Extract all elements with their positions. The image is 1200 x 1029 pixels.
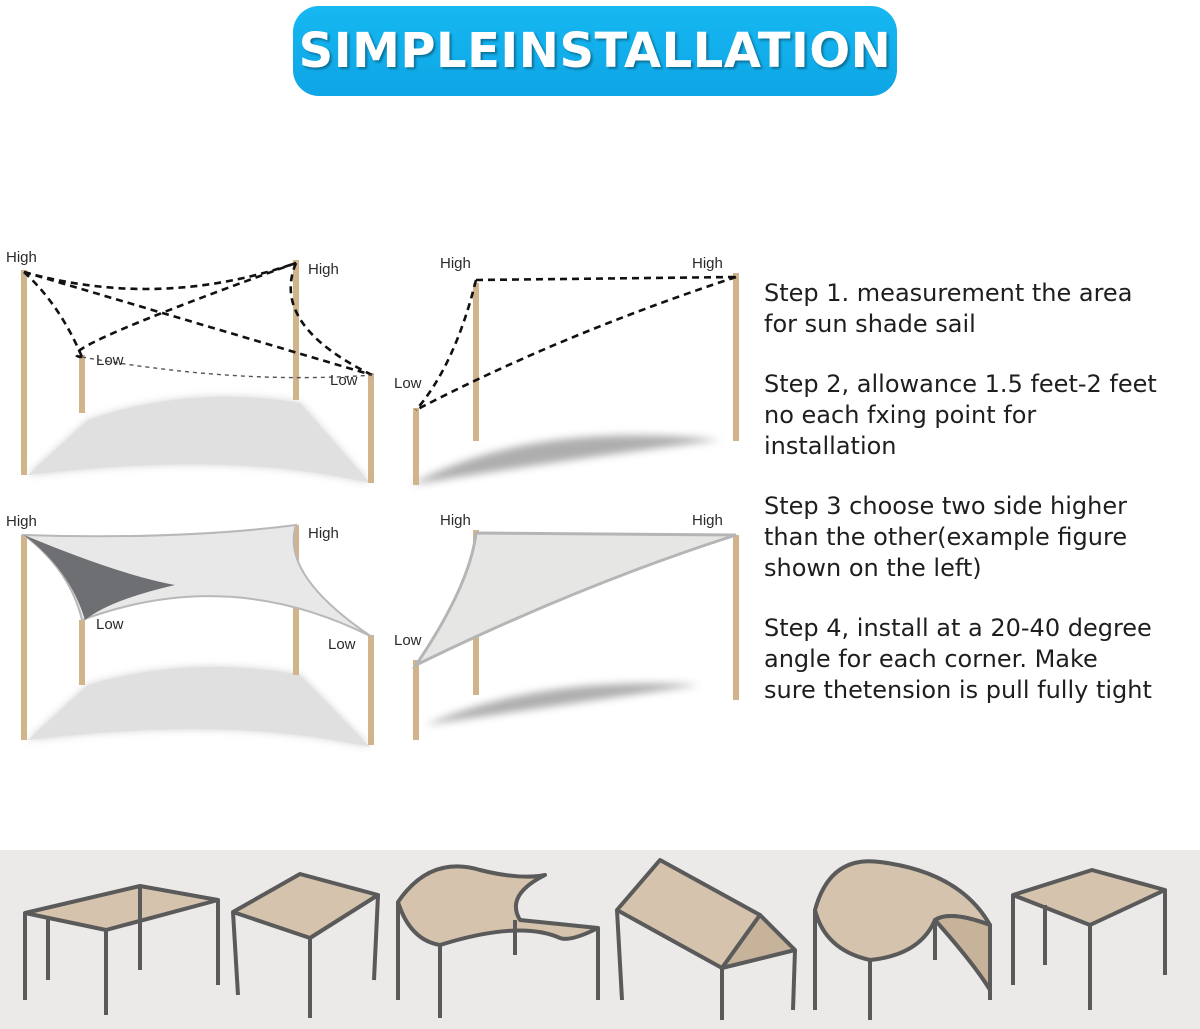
dashed-sail-edges — [23, 261, 373, 377]
dashed-sail-edges — [415, 275, 737, 412]
sail-shadow-shape — [28, 396, 370, 483]
sail — [411, 531, 737, 669]
label-high: High — [308, 525, 339, 542]
structure-flat-canopy — [231, 872, 380, 1018]
sail-shadow-shape — [28, 667, 370, 747]
structure-flat-canopy-right — [1011, 868, 1167, 1010]
label-low: Low — [330, 372, 358, 389]
label-low: Low — [394, 632, 422, 649]
diagram-triangle-dashed: High High Low — [394, 255, 739, 485]
label-high: High — [308, 261, 339, 278]
post — [21, 270, 27, 475]
label-high: High — [440, 255, 471, 272]
structure-wave-canopy — [396, 864, 600, 1018]
dashed-sail-edges — [81, 356, 373, 379]
label-high: High — [440, 512, 471, 529]
page-title: SIMPLEINSTALLATION — [298, 23, 892, 79]
step-3: Step 3 choose two side higher than the o… — [764, 492, 1128, 582]
post — [21, 535, 27, 740]
post — [413, 660, 419, 740]
label-low: Low — [394, 375, 422, 392]
post — [733, 535, 739, 700]
step-4: Step 4, install at a 20-40 degree angle … — [764, 614, 1152, 704]
structure-examples — [23, 858, 1167, 1020]
step-2: Step 2, allowance 1.5 feet-2 feet no eac… — [764, 370, 1157, 460]
post — [368, 635, 374, 745]
structure-flat-pergola — [23, 884, 220, 1015]
diagram-square-sail: High High Low Low — [6, 513, 374, 747]
post — [413, 408, 419, 485]
step-1: Step 1. measurement the area for sun sha… — [764, 279, 1133, 338]
diagram-triangle-sail: High High Low — [394, 512, 739, 740]
ground-shadow — [425, 683, 700, 725]
sail-dark-side — [24, 535, 175, 620]
ground-shadow — [410, 435, 720, 485]
label-high: High — [6, 249, 37, 266]
structure-gable-roof — [615, 858, 797, 1020]
label-high: High — [692, 512, 723, 529]
title-banner: SIMPLEINSTALLATION — [293, 6, 897, 96]
label-high: High — [6, 513, 37, 530]
label-low: Low — [96, 352, 124, 369]
label-low: Low — [96, 616, 124, 633]
post — [293, 260, 299, 400]
step-list: Step 1. measurement the area for sun sha… — [764, 278, 1194, 735]
post — [733, 273, 739, 441]
post — [368, 373, 374, 483]
post — [79, 620, 85, 685]
sail — [20, 523, 373, 638]
installation-diagrams: High High Low Low High High Low High Hig… — [6, 249, 739, 747]
diagram-square-dashed: High High Low Low — [6, 249, 374, 483]
label-low: Low — [328, 636, 356, 653]
label-high: High — [692, 255, 723, 272]
post — [473, 283, 479, 441]
structure-barrel-arch — [813, 859, 992, 1020]
post — [79, 355, 85, 413]
